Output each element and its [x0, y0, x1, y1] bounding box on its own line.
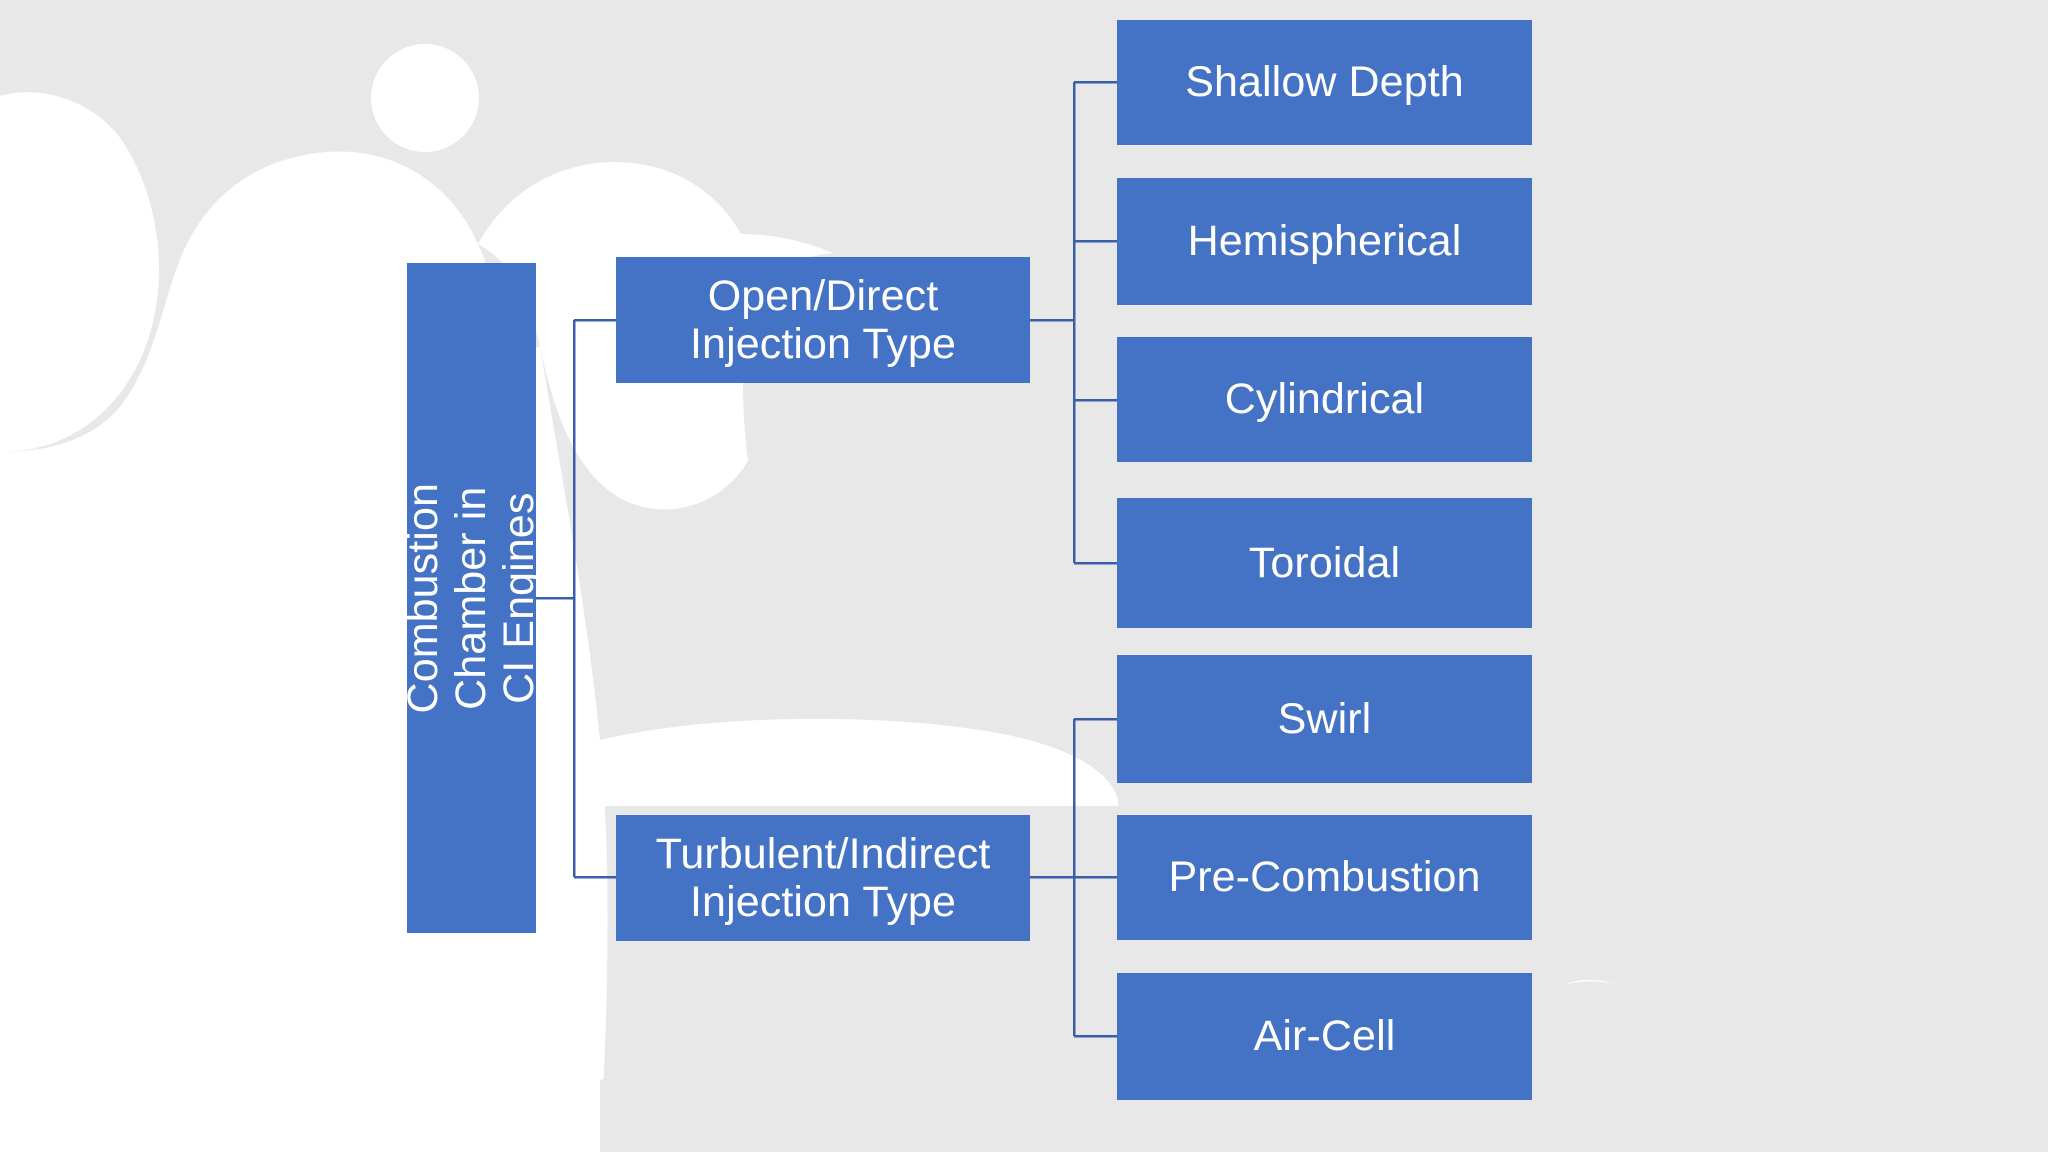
- root-node-combustion-chamber[interactable]: Combustion Chamber in CI Engines: [399, 263, 544, 933]
- blob-white-row-band: [600, 718, 1118, 806]
- branch-node-turbulent-indirect[interactable]: Turbulent/Indirect Injection Type: [616, 815, 1030, 941]
- blob-circle-lower-right: [1508, 980, 1672, 1144]
- blob-upper-left: [0, 92, 160, 452]
- branch-node-open-direct[interactable]: Open/Direct Injection Type: [616, 257, 1030, 383]
- leaf-node-cylindrical[interactable]: Cylindrical: [1117, 337, 1532, 462]
- leaf-node-label: Pre-Combustion: [1168, 853, 1481, 902]
- leaf-node-label: Hemispherical: [1187, 217, 1462, 266]
- branch-node-label: Open/Direct Injection Type: [690, 271, 956, 368]
- leaf-node-air-cell[interactable]: Air-Cell: [1117, 973, 1532, 1100]
- blob-lower-middle: [200, 346, 608, 1152]
- leaf-node-label: Air-Cell: [1253, 1012, 1396, 1061]
- leaf-node-hemispherical[interactable]: Hemispherical: [1117, 178, 1532, 305]
- leaf-node-label: Toroidal: [1248, 538, 1401, 587]
- leaf-node-swirl[interactable]: Swirl: [1117, 655, 1532, 783]
- leaf-node-label: Swirl: [1277, 694, 1372, 743]
- leaf-node-toroidal[interactable]: Toroidal: [1117, 498, 1532, 628]
- branch-node-label: Turbulent/Indirect Injection Type: [655, 829, 991, 926]
- root-node-label: Combustion Chamber in CI Engines: [399, 482, 544, 714]
- leaf-node-label: Shallow Depth: [1185, 58, 1464, 107]
- leaf-node-shallow-depth[interactable]: Shallow Depth: [1117, 20, 1532, 145]
- leaf-node-label: Cylindrical: [1224, 375, 1425, 424]
- blob-grey-bottom-band: [600, 1051, 1022, 1152]
- blob-circle-top: [371, 44, 479, 152]
- blob-grey-lower-left-arc: [935, 990, 1012, 1152]
- leaf-node-pre-combustion[interactable]: Pre-Combustion: [1117, 815, 1532, 940]
